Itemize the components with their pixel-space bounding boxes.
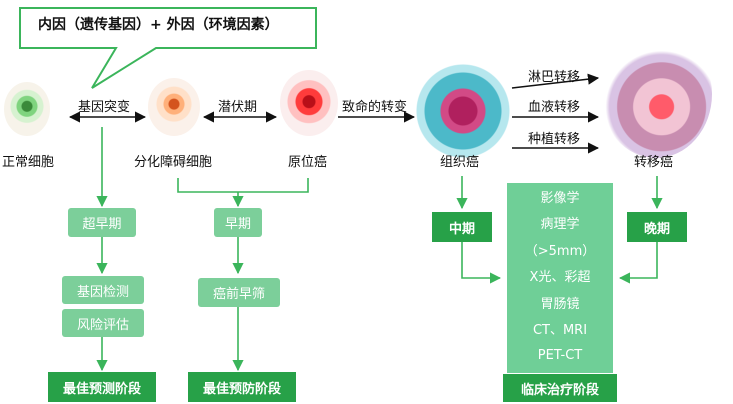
callout-text: 内因（遗传基因）+ 外因（环境因素）	[38, 17, 279, 33]
method-endoscopy: 胃肠镜	[540, 296, 580, 312]
stage-normal: 正常细胞	[2, 155, 55, 170]
flow-late-to-clinic	[618, 242, 658, 284]
tissue-cancer-icon	[416, 64, 510, 158]
callout-outline	[19, 7, 317, 89]
method-ct-mri: CT、MRI	[532, 323, 588, 339]
stage-in-situ: 原位癌	[288, 155, 328, 170]
transition-latency: 潜伏期	[218, 100, 258, 115]
method-pathology: 病理学	[540, 217, 580, 233]
stage-dysplasia: 分化障碍细胞	[134, 155, 213, 170]
phase-clinical: 临床治疗阶段	[503, 374, 617, 402]
in-situ-cell-icon	[280, 70, 338, 136]
action-risk-assess: 风险评估	[62, 309, 144, 337]
period-ultra-early: 超早期	[68, 208, 136, 237]
transition-fatal: 致命的转变	[342, 100, 408, 115]
normal-cell-icon	[4, 82, 50, 136]
period-middle: 中期	[432, 212, 492, 242]
dysplasia-cell-icon	[148, 78, 200, 136]
action-gene-test: 基因检测	[62, 276, 144, 304]
period-early: 早期	[214, 208, 262, 237]
action-precancer-screen: 癌前早筛	[198, 278, 280, 307]
transition-mutation: 基因突变	[78, 100, 131, 115]
stage-metastatic: 转移癌	[634, 155, 674, 170]
period-late: 晚期	[627, 212, 687, 242]
method-xray-ultrasound: X光、彩超	[529, 270, 591, 286]
method-size: （>5mm）	[524, 243, 596, 259]
flow-middle-to-clinic	[461, 242, 502, 284]
metastatic-cancer-icon	[600, 30, 712, 158]
arrow-lymph	[511, 73, 600, 89]
method-pet-ct: PET-CT	[537, 347, 583, 363]
transition-lymph: 淋巴转移	[528, 70, 581, 85]
phase-best-detect: 最佳预测阶段	[48, 372, 156, 402]
method-imaging: 影像学	[540, 190, 580, 206]
transition-implant: 种植转移	[528, 132, 581, 147]
stage-tissue: 组织癌	[440, 155, 480, 170]
flow-dys-insitu-merge	[177, 178, 309, 193]
clinical-methods-box: 影像学 病理学 （>5mm） X光、彩超 胃肠镜 CT、MRI PET-CT	[507, 183, 613, 373]
phase-best-prevent: 最佳预防阶段	[188, 372, 296, 402]
transition-blood: 血液转移	[528, 100, 581, 115]
